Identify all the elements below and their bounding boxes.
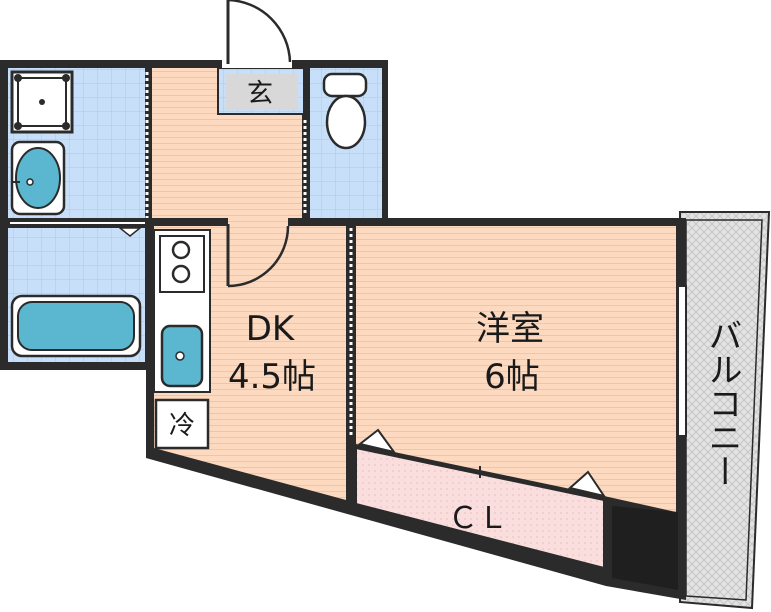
toilet-icon	[322, 72, 368, 150]
dk-door[interactable]	[226, 218, 290, 288]
storage-block	[612, 506, 678, 590]
closet-label: ＣＬ	[448, 501, 508, 536]
kitchen-counter	[153, 229, 211, 393]
closet: ＣＬ	[355, 428, 607, 570]
fridge: 冷	[154, 398, 210, 450]
fridge-label: 冷	[169, 411, 195, 441]
dk-room-size: 4.5帖	[228, 357, 316, 397]
balcony-window	[677, 285, 687, 437]
washer-pan	[10, 70, 74, 134]
western-room	[356, 226, 676, 512]
stove-burner-icon	[171, 240, 191, 260]
bathtub-icon	[10, 294, 142, 358]
sliding-doors	[10, 72, 353, 436]
entrance-door[interactable]	[222, 0, 292, 68]
balcony-label: バルコニー	[702, 318, 742, 488]
western-room-name: 洋室	[476, 309, 544, 349]
washroom-curtain	[117, 227, 143, 237]
wash-basin-icon	[10, 140, 66, 216]
western-room-size: 6帖	[484, 357, 540, 397]
entrance-label: 玄	[247, 79, 273, 109]
stove-burner-icon	[171, 264, 191, 284]
dk-room-name: DK	[246, 309, 296, 349]
entrance: 玄	[217, 67, 305, 115]
